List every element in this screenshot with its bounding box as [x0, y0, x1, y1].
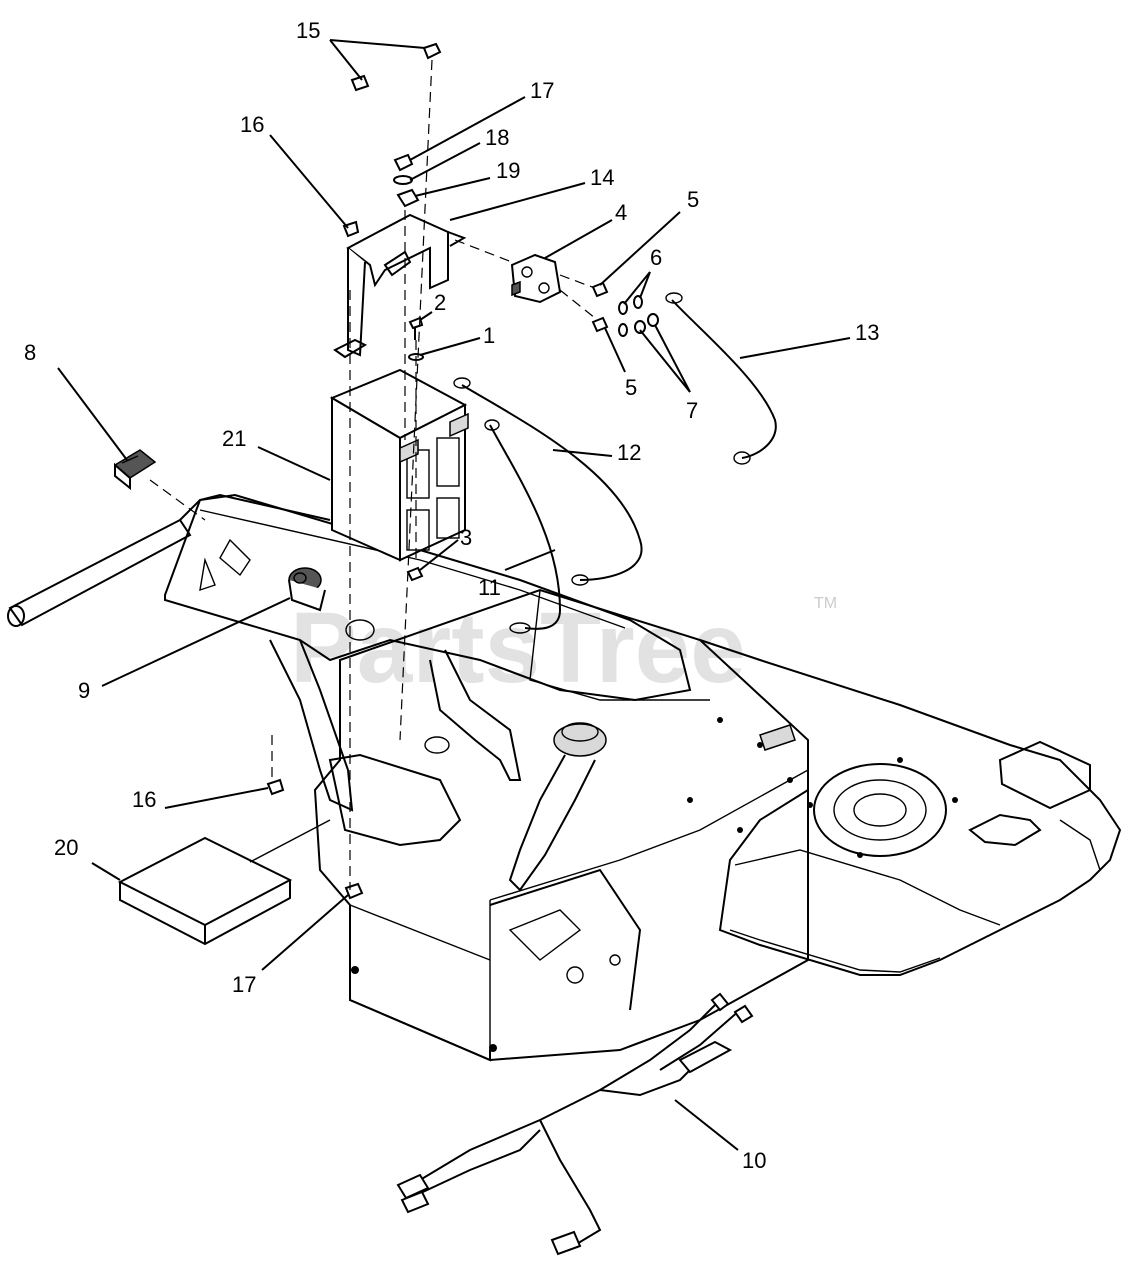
callout-2: 2: [434, 290, 446, 315]
assembly-lines: [149, 59, 433, 890]
solenoid-4: [454, 239, 601, 323]
callout-3: 3: [460, 525, 472, 550]
cover-plate-20: [117, 819, 331, 946]
callout-18: 18: [485, 125, 509, 150]
callout-20: 20: [54, 835, 78, 860]
leader-lines: [57, 39, 851, 1151]
callout-16-bottom: 16: [132, 787, 156, 812]
callout-1: 1: [483, 323, 495, 348]
callout-19: 19: [496, 158, 520, 183]
callout-13: 13: [855, 320, 879, 345]
battery-bracket-14: [333, 213, 467, 359]
callout-9: 9: [78, 678, 90, 703]
hour-meter-9: [288, 567, 375, 641]
hardware: [266, 42, 659, 900]
callout-17-bottom: 17: [232, 972, 256, 997]
cables: [453, 292, 777, 634]
chassis-frame: [7, 493, 958, 1062]
callout-17-top: 17: [530, 78, 554, 103]
callout-6: 6: [650, 245, 662, 270]
callout-5-bottom: 5: [625, 375, 637, 400]
callout-14: 14: [590, 165, 614, 190]
battery-21: [329, 368, 469, 562]
callout-12: 12: [617, 440, 641, 465]
switch-8: [113, 449, 157, 491]
callout-4: 4: [615, 200, 627, 225]
callout-5-top: 5: [687, 187, 699, 212]
wire-harness-10: [396, 992, 754, 1256]
callouts: 15 17 16 18 19 14 4 5 6 2 1 13 8 5 7 21 …: [24, 18, 879, 1173]
mower-deck: [699, 639, 1122, 976]
callout-10: 10: [742, 1148, 766, 1173]
callout-21: 21: [222, 426, 246, 451]
callout-11: 11: [478, 575, 501, 600]
watermark-trademark: TM: [814, 595, 837, 612]
callout-15: 15: [296, 18, 320, 43]
callout-16-top: 16: [240, 112, 264, 137]
callout-8: 8: [24, 340, 36, 365]
callout-7: 7: [686, 398, 698, 423]
